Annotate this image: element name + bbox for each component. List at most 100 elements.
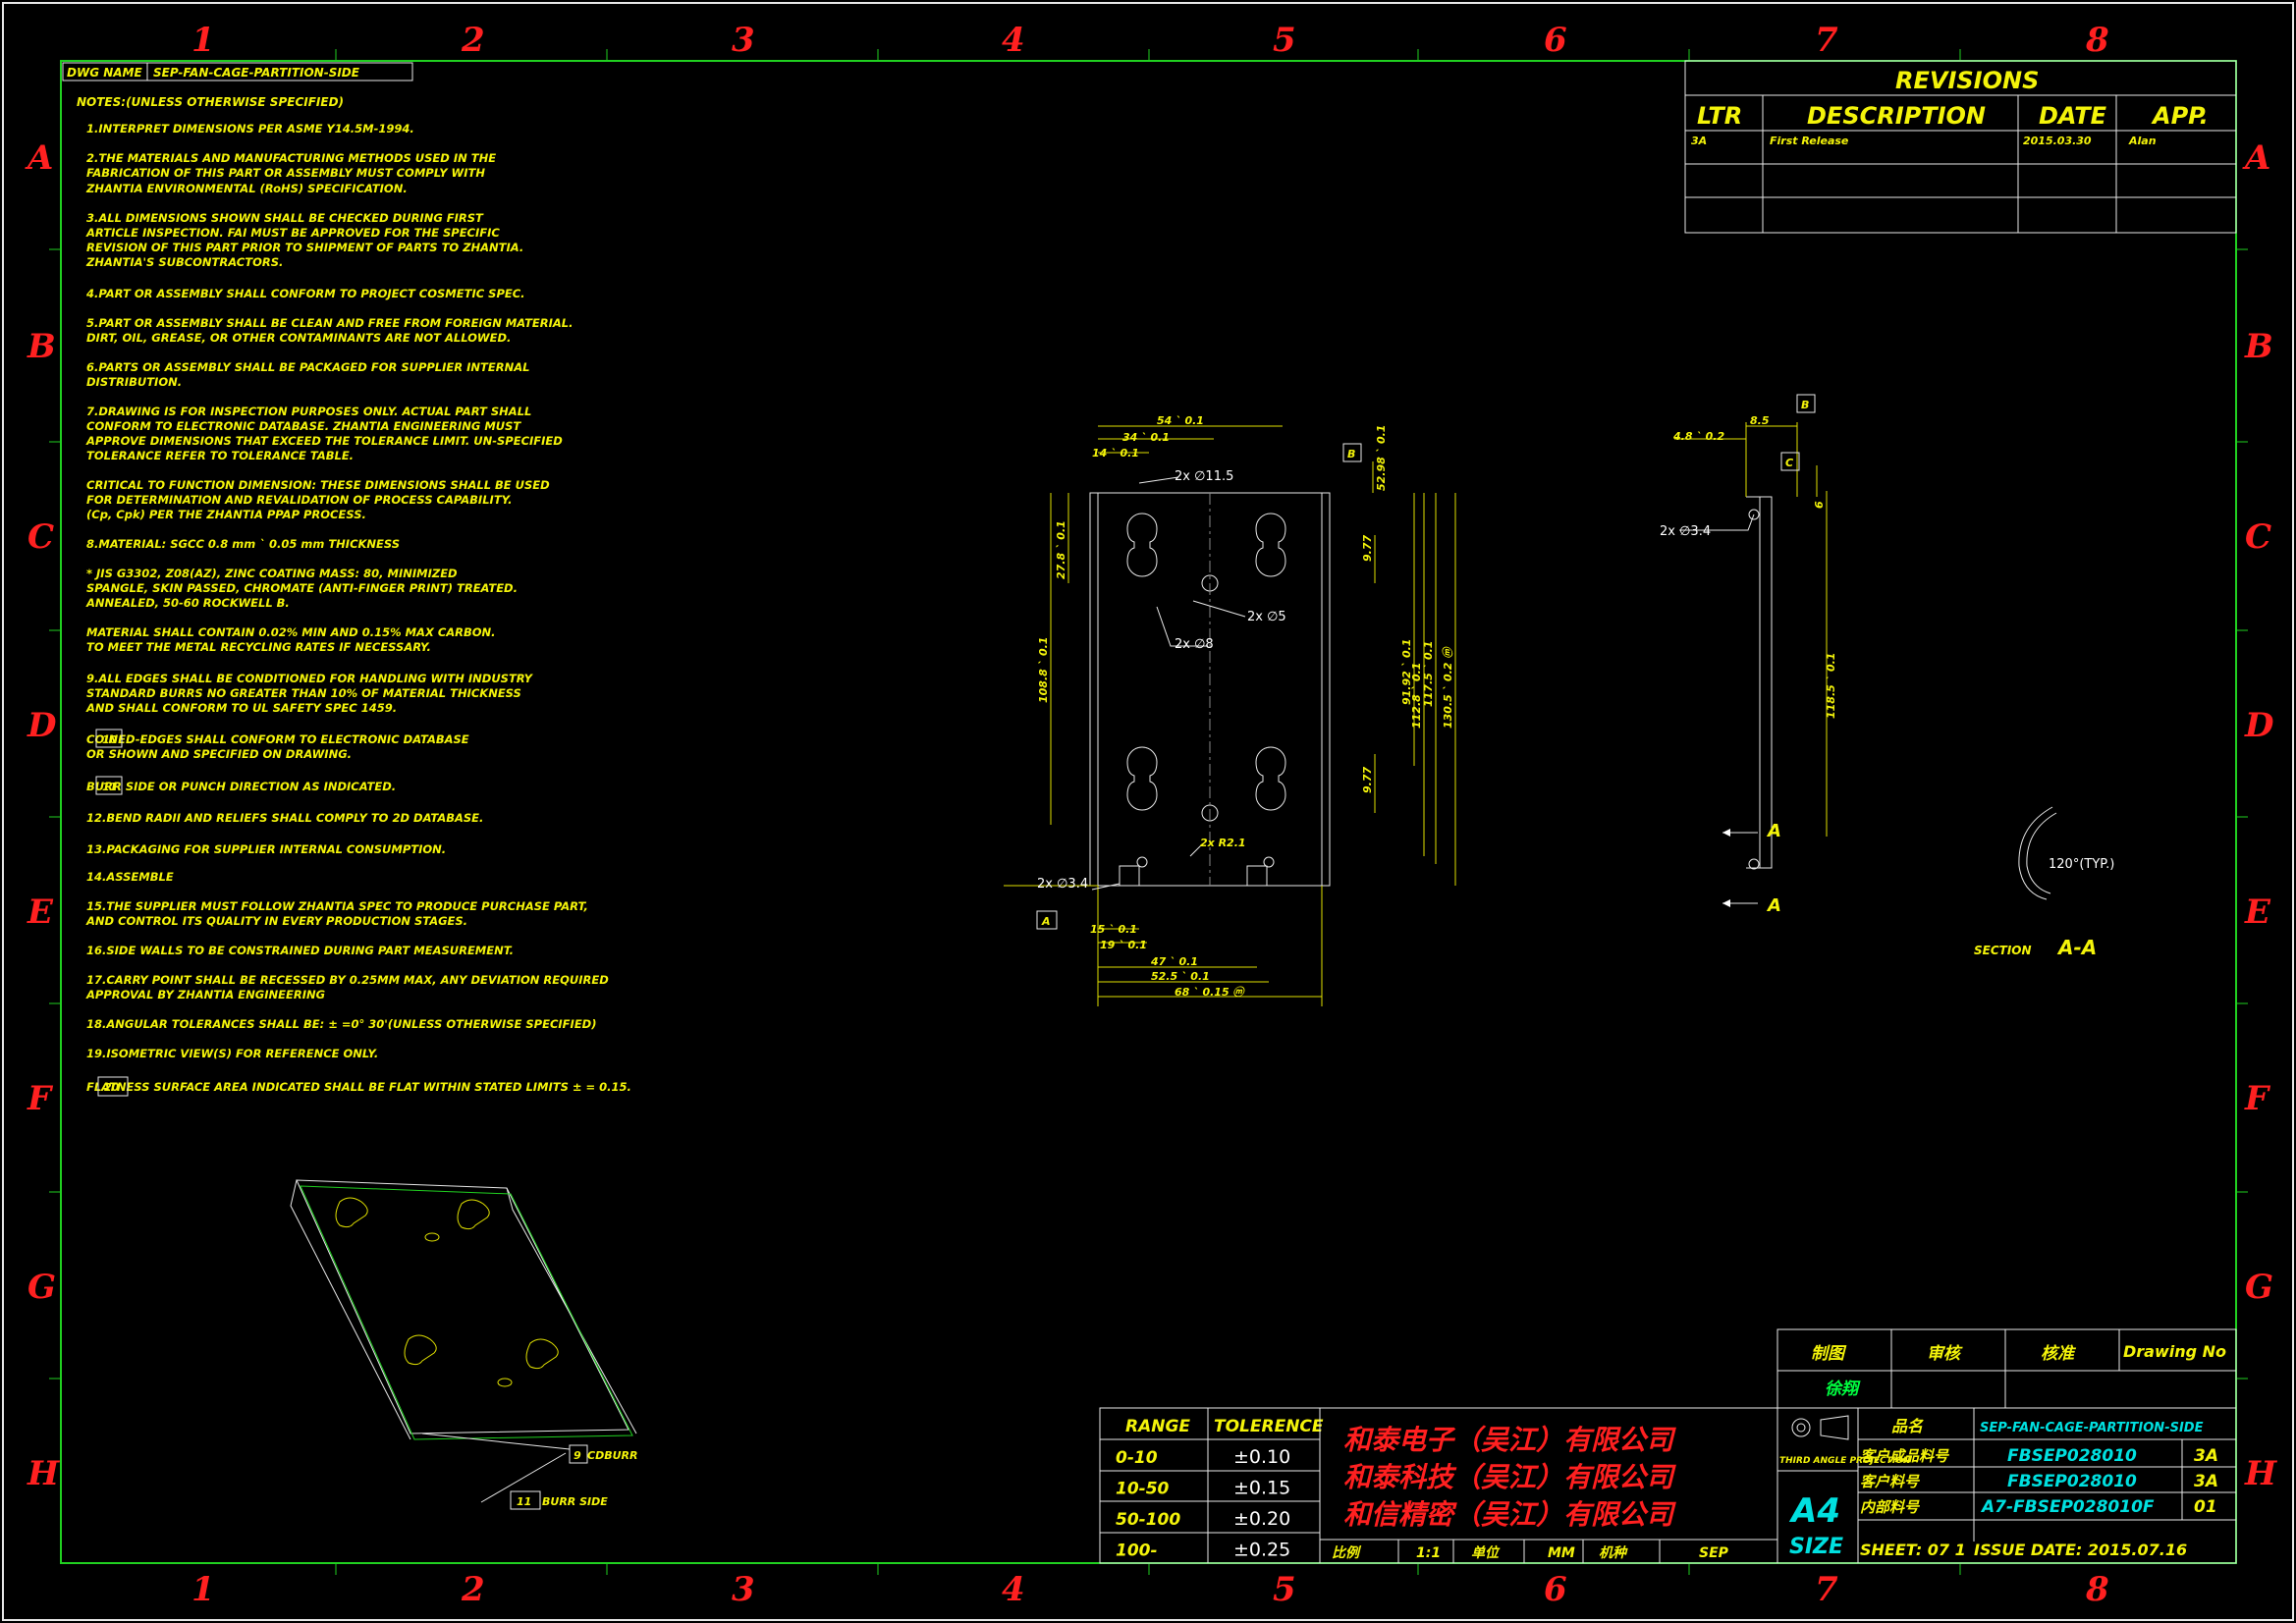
iso-keyhole [335,1197,368,1228]
rev-head-date: DATE [2039,102,2107,130]
zone-col-top: 2 [461,21,485,60]
callout: 2x ∅5 [1247,610,1286,624]
tol-value: ±0.15 [1233,1478,1290,1499]
note-line: REVISION OF THIS PART PRIOR TO SHIPMENT … [86,241,523,254]
zone-row-left: B [27,327,56,366]
int-rev: 01 [2194,1497,2217,1517]
note-line: TO MEET THE METAL RECYCLING RATES IF NEC… [86,640,431,654]
iso-hole [497,1378,513,1387]
sheet: SHEET: 07 1 [1860,1541,1966,1559]
scale-value: 1:1 [1416,1545,1441,1561]
zone-row-right: A [2242,138,2270,178]
tol-head-range: RANGE [1125,1417,1190,1436]
hole [1263,856,1275,868]
dim: 9.77 [1361,767,1374,793]
note-line: 8.MATERIAL: SGCC 0.8 mm ` 0.05 mm THICKN… [86,537,400,551]
int-number: A7-FBSEP028010F [1980,1497,2155,1517]
zone-col-top: 3 [732,21,755,60]
note-line: OR SHOWN AND SPECIFIED ON DRAWING. [86,747,352,761]
drafter: 徐翔 [1825,1380,1861,1399]
note-line: 3.ALL DIMENSIONS SHOWN SHALL BE CHECKED … [86,211,484,225]
zone-row-left: D [27,706,57,745]
iso-burr-label: BURR SIDE [542,1495,608,1508]
hole [1136,856,1148,868]
int-label: 内部料号 [1860,1498,1921,1516]
note-line: AND CONTROL ITS QUALITY IN EVERY PRODUCT… [85,914,467,928]
datum-b-box [1796,394,1816,413]
iso-outline [296,1179,629,1434]
part-name: SEP-FAN-CAGE-PARTITION-SIDE [1980,1421,2204,1435]
section-a-a: 120°(TYP.) SECTION A-A [1974,806,2114,959]
hole [1748,509,1760,520]
note-line: ANNEALED, 50-60 ROCKWELL B. [85,596,290,610]
note-line: 13.PACKAGING FOR SUPPLIER INTERNAL CONSU… [86,842,446,856]
flag-11 [95,776,123,795]
revisions-title: REVISIONS [1895,67,2039,94]
tol-value: ±0.25 [1233,1540,1290,1561]
flag-9-text: 9 [574,1449,581,1462]
zone-row-left: C [27,517,54,557]
note-line: CONFORM TO ELECTRONIC DATABASE. ZHANTIA … [86,419,521,433]
note-line: FABRICATION OF THIS PART OR ASSEMBLY MUS… [86,166,485,180]
datum-b: B [1801,399,1809,411]
dwg-name-label: DWG NAME [67,66,142,80]
part-number: FBSEP028010 [2007,1446,2137,1466]
zone-col-bottom: 2 [461,1570,485,1609]
rev-date: 2015.03.30 [2023,135,2092,147]
unit-value: MM [1548,1545,1575,1561]
tol-range: 100- [1116,1542,1158,1561]
flag-11-text: 11 [102,781,117,793]
rev-head-desc: DESCRIPTION [1807,102,1986,130]
note-line: 16.SIDE WALLS TO BE CONSTRAINED DURING P… [86,944,514,957]
note-line: APPROVAL BY ZHANTIA ENGINEERING [85,988,325,1001]
zone-row-right: H [2244,1454,2278,1493]
note-line: TOLERANCE REFER TO TOLERANCE TABLE. [86,449,354,462]
section-label: SECTION [1974,944,2032,957]
datum-b: B [1347,448,1355,460]
part-label: 客户成品料号 [1860,1447,1950,1465]
scale-label: 比例 [1332,1544,1362,1561]
tolerance-table: RANGE TOLERENCE 0-10±0.1010-50±0.1550-10… [1099,1407,1324,1564]
iso-keyhole [404,1334,437,1366]
note-line: 14.ASSEMBLE [86,870,174,884]
sign-label: 审核 [1927,1344,1963,1364]
name-label: 品名 [1891,1417,1924,1435]
rev-app: Alan [2128,135,2157,147]
zone-col-top: 1 [191,21,215,60]
dim: 6 [1813,501,1826,509]
zone-row-right: C [2245,517,2271,557]
zone-row-right: D [2244,706,2274,745]
dim: 4.8 ` 0.2 [1672,430,1724,443]
datum-c: C [1785,457,1793,469]
note-line: STANDARD BURRS NO GREATER THAN 10% OF MA… [86,686,521,700]
note-line: 19.ISOMETRIC VIEW(S) FOR REFERENCE ONLY. [86,1047,378,1060]
keyhole-slot [1255,513,1286,577]
datum-a-box [1036,910,1058,930]
dim: 9.77 [1361,535,1374,562]
callout: 2x ∅8 [1175,637,1214,652]
note-line: * JIS G3302, Z08(AZ), ZINC COATING MASS:… [86,567,458,580]
projection-symbol [1791,1415,1849,1440]
note-line: 12.BEND RADII AND RELIEFS SHALL COMPLY T… [86,811,483,825]
zone-row-right: E [2244,893,2271,932]
note-line: COINED-EDGES SHALL CONFORM TO ELECTRONIC… [86,732,469,746]
note-line: 1.INTERPRET DIMENSIONS PER ASME Y14.5M-1… [86,122,414,135]
dwg-name-value: SEP-FAN-CAGE-PARTITION-SIDE [153,66,360,80]
zone-ticks [49,49,2248,1575]
note-line: 9.ALL EDGES SHALL BE CONDITIONED FOR HAN… [86,672,534,685]
zone-col-top: 4 [1002,21,1025,60]
note-line: 18.ANGULAR TOLERANCES SHALL BE: ± =0° 30… [86,1017,596,1031]
company-name: 和泰电子（吴江）有限公司 [1343,1424,1676,1456]
note-line: 2.THE MATERIALS AND MANUFACTURING METHOD… [86,151,496,165]
dim: 91.92 ` 0.1 [1400,639,1413,705]
revisions-table: REVISIONS LTR DESCRIPTION DATE APP. 3A F… [1684,60,2237,234]
datum-a: A [1041,915,1051,928]
iso-keyhole [457,1199,490,1230]
title-block: 制图 审核 核准 Drawing No 徐翔 THIRD ANGLE PROJE… [1777,1328,2237,1564]
note-line: 4.PART OR ASSEMBLY SHALL CONFORM TO PROJ… [85,287,525,300]
rev-head-app: APP. [2151,102,2209,130]
note-line: BURR SIDE OR PUNCH DIRECTION AS INDICATE… [86,780,396,793]
company-name: 和信精密（吴江）有限公司 [1343,1498,1676,1531]
